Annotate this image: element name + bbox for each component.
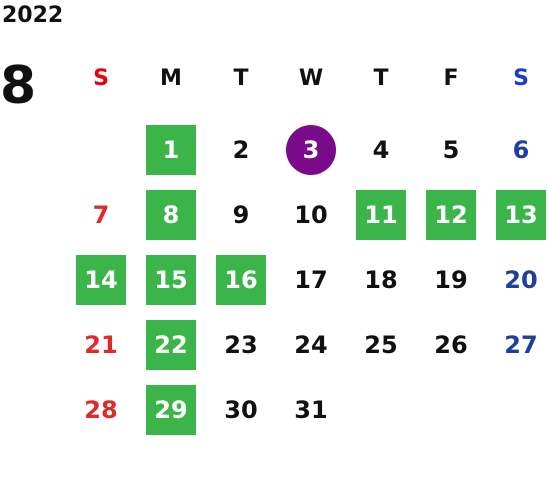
weekday-5: F — [443, 66, 459, 91]
day-cell-22[interactable]: 22 — [146, 320, 196, 370]
day-cell-28[interactable]: 28 — [84, 396, 118, 424]
day-cell-18[interactable]: 18 — [364, 266, 398, 294]
day-cell-7[interactable]: 7 — [92, 201, 110, 229]
month-label: 8 — [0, 56, 37, 116]
day-cell-14[interactable]: 14 — [76, 255, 126, 305]
day-cell-25[interactable]: 25 — [364, 331, 398, 359]
day-cell-1[interactable]: 1 — [146, 125, 196, 175]
day-cell-11[interactable]: 11 — [356, 190, 406, 240]
day-cell-9[interactable]: 9 — [232, 201, 250, 229]
day-cell-20[interactable]: 20 — [504, 266, 538, 294]
day-cell-23[interactable]: 23 — [224, 331, 258, 359]
day-cell-13[interactable]: 13 — [496, 190, 546, 240]
year-label: 2022 — [2, 3, 64, 28]
weekday-6: S — [513, 66, 529, 91]
day-cell-24[interactable]: 24 — [294, 331, 328, 359]
day-cell-12[interactable]: 12 — [426, 190, 476, 240]
day-cell-16[interactable]: 16 — [216, 255, 266, 305]
weekday-4: T — [373, 66, 389, 91]
day-cell-31[interactable]: 31 — [294, 396, 328, 424]
weekday-2: T — [233, 66, 249, 91]
weekday-1: M — [160, 66, 182, 91]
day-cell-4[interactable]: 4 — [372, 136, 390, 164]
day-cell-29[interactable]: 29 — [146, 385, 196, 435]
day-cell-10[interactable]: 10 — [294, 201, 328, 229]
weekday-0: S — [93, 66, 109, 91]
weekday-3: W — [298, 66, 324, 91]
day-cell-17[interactable]: 17 — [294, 266, 328, 294]
day-cell-30[interactable]: 30 — [224, 396, 258, 424]
day-cell-6[interactable]: 6 — [512, 136, 530, 164]
day-cell-21[interactable]: 21 — [84, 331, 118, 359]
day-cell-19[interactable]: 19 — [434, 266, 468, 294]
day-cell-3[interactable]: 3 — [286, 125, 336, 175]
day-cell-5[interactable]: 5 — [442, 136, 460, 164]
day-cell-2[interactable]: 2 — [232, 136, 250, 164]
day-cell-27[interactable]: 27 — [504, 331, 538, 359]
day-cell-15[interactable]: 15 — [146, 255, 196, 305]
day-cell-8[interactable]: 8 — [146, 190, 196, 240]
day-cell-26[interactable]: 26 — [434, 331, 468, 359]
